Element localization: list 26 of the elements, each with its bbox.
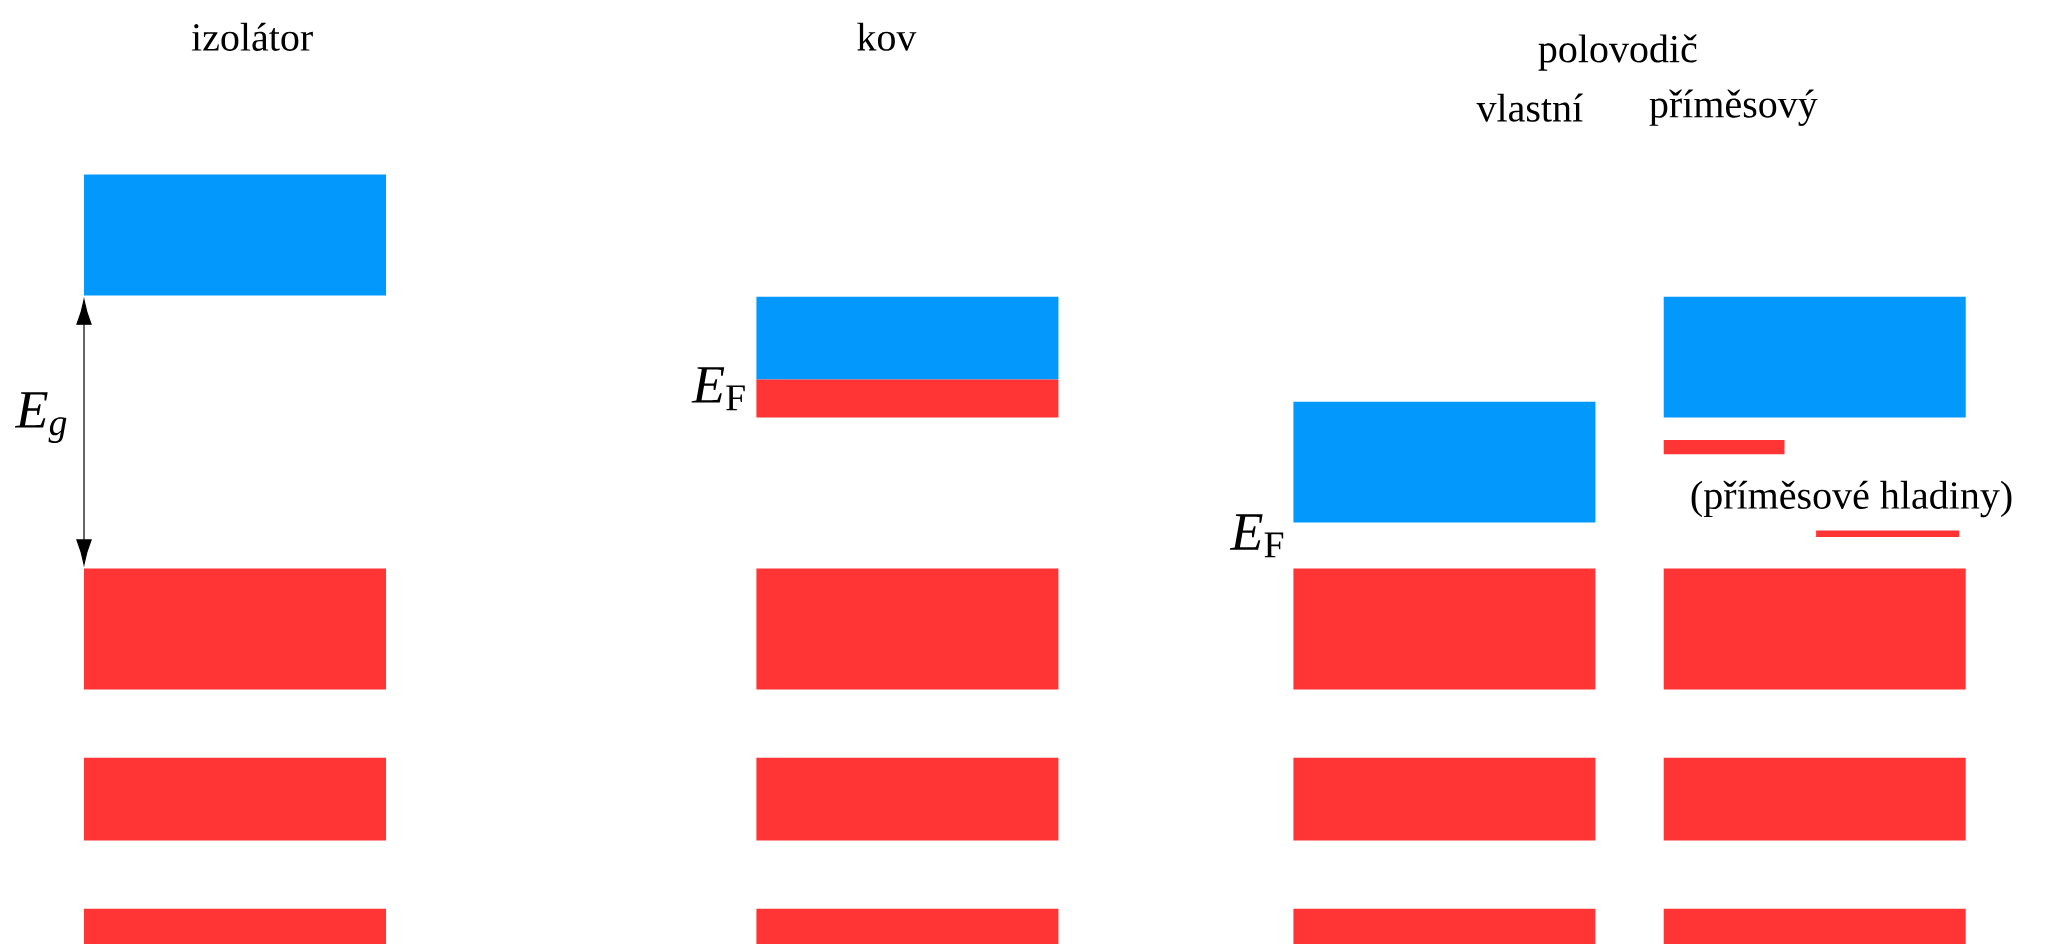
energy-band bbox=[1663, 757, 1966, 841]
energy-band bbox=[84, 568, 387, 690]
annotation-text: (příměsové hladiny) bbox=[1691, 480, 2012, 518]
panel-subtitle: příměsový bbox=[1649, 89, 1818, 126]
energy-band bbox=[84, 174, 387, 296]
panel-title: izolátor bbox=[191, 22, 313, 51]
panel-subtitle: vlastní bbox=[1476, 93, 1583, 122]
energy-band bbox=[1663, 908, 1966, 944]
energy-band bbox=[756, 296, 1059, 380]
gap-label: E$_{g}$ bbox=[14, 392, 67, 444]
energy-band bbox=[1293, 401, 1596, 523]
energy-band bbox=[1293, 757, 1596, 841]
energy-band bbox=[84, 757, 387, 841]
energy-band bbox=[1293, 908, 1596, 944]
fermi-level-label: E$_{F}$ bbox=[1229, 514, 1284, 558]
panel-title: kov bbox=[857, 22, 917, 51]
energy-band bbox=[1293, 568, 1596, 690]
panel-title: polovodič bbox=[1538, 34, 1697, 71]
fermi-level-label: E$_{F}$ bbox=[691, 367, 745, 411]
energy-band bbox=[1663, 296, 1966, 418]
energy-band bbox=[756, 757, 1059, 841]
energy-band bbox=[756, 568, 1059, 690]
energy-band bbox=[756, 379, 1059, 418]
energy-band bbox=[1663, 568, 1966, 690]
energy-band bbox=[84, 908, 387, 944]
energy-band bbox=[756, 908, 1059, 944]
